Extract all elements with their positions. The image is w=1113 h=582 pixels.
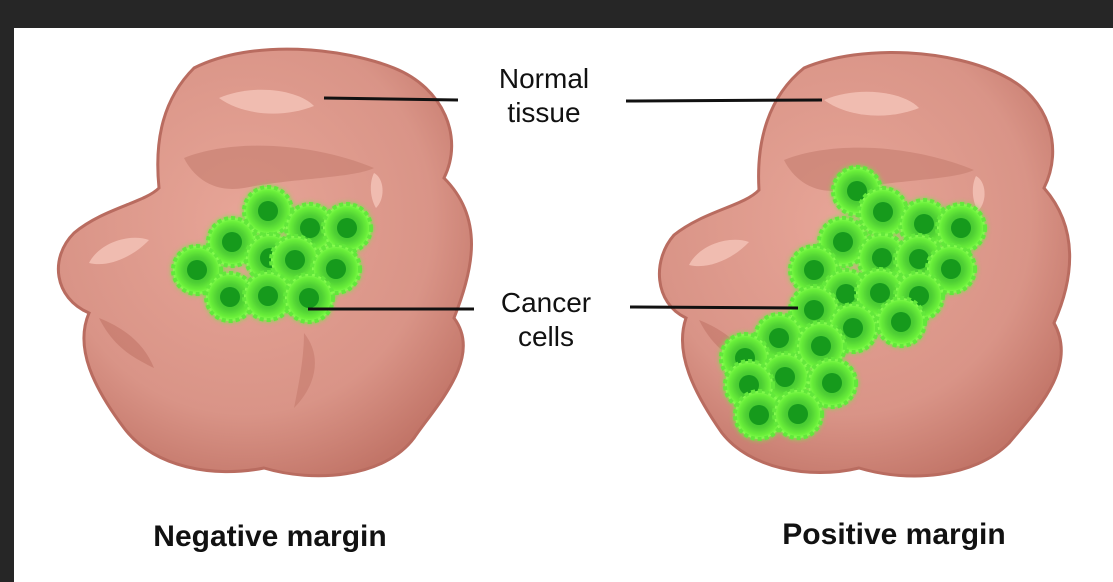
cancer-cells-label-line1: Cancer	[478, 286, 614, 320]
left-cancer-cell	[285, 274, 333, 322]
negative-margin-caption: Negative margin	[120, 520, 420, 554]
leader-line-normal-left	[324, 98, 458, 100]
normal-tissue-label-line1: Normal	[471, 62, 617, 96]
normal-tissue-label: Normal tissue	[471, 62, 617, 130]
leader-line-cancer-right	[630, 307, 798, 308]
right-cancer-cell	[877, 298, 925, 346]
cancer-cells-label: Cancer cells	[478, 286, 614, 354]
diagram-panel: Normal tissue Cancer cells Negative marg…	[14, 28, 1113, 582]
right-cancer-cell	[774, 390, 822, 438]
cancer-cells-label-line2: cells	[478, 320, 614, 354]
leader-line-normal-right	[626, 100, 822, 101]
normal-tissue-label-line2: tissue	[471, 96, 617, 130]
left-cancer-cell	[244, 272, 292, 320]
positive-margin-caption: Positive margin	[744, 518, 1044, 552]
